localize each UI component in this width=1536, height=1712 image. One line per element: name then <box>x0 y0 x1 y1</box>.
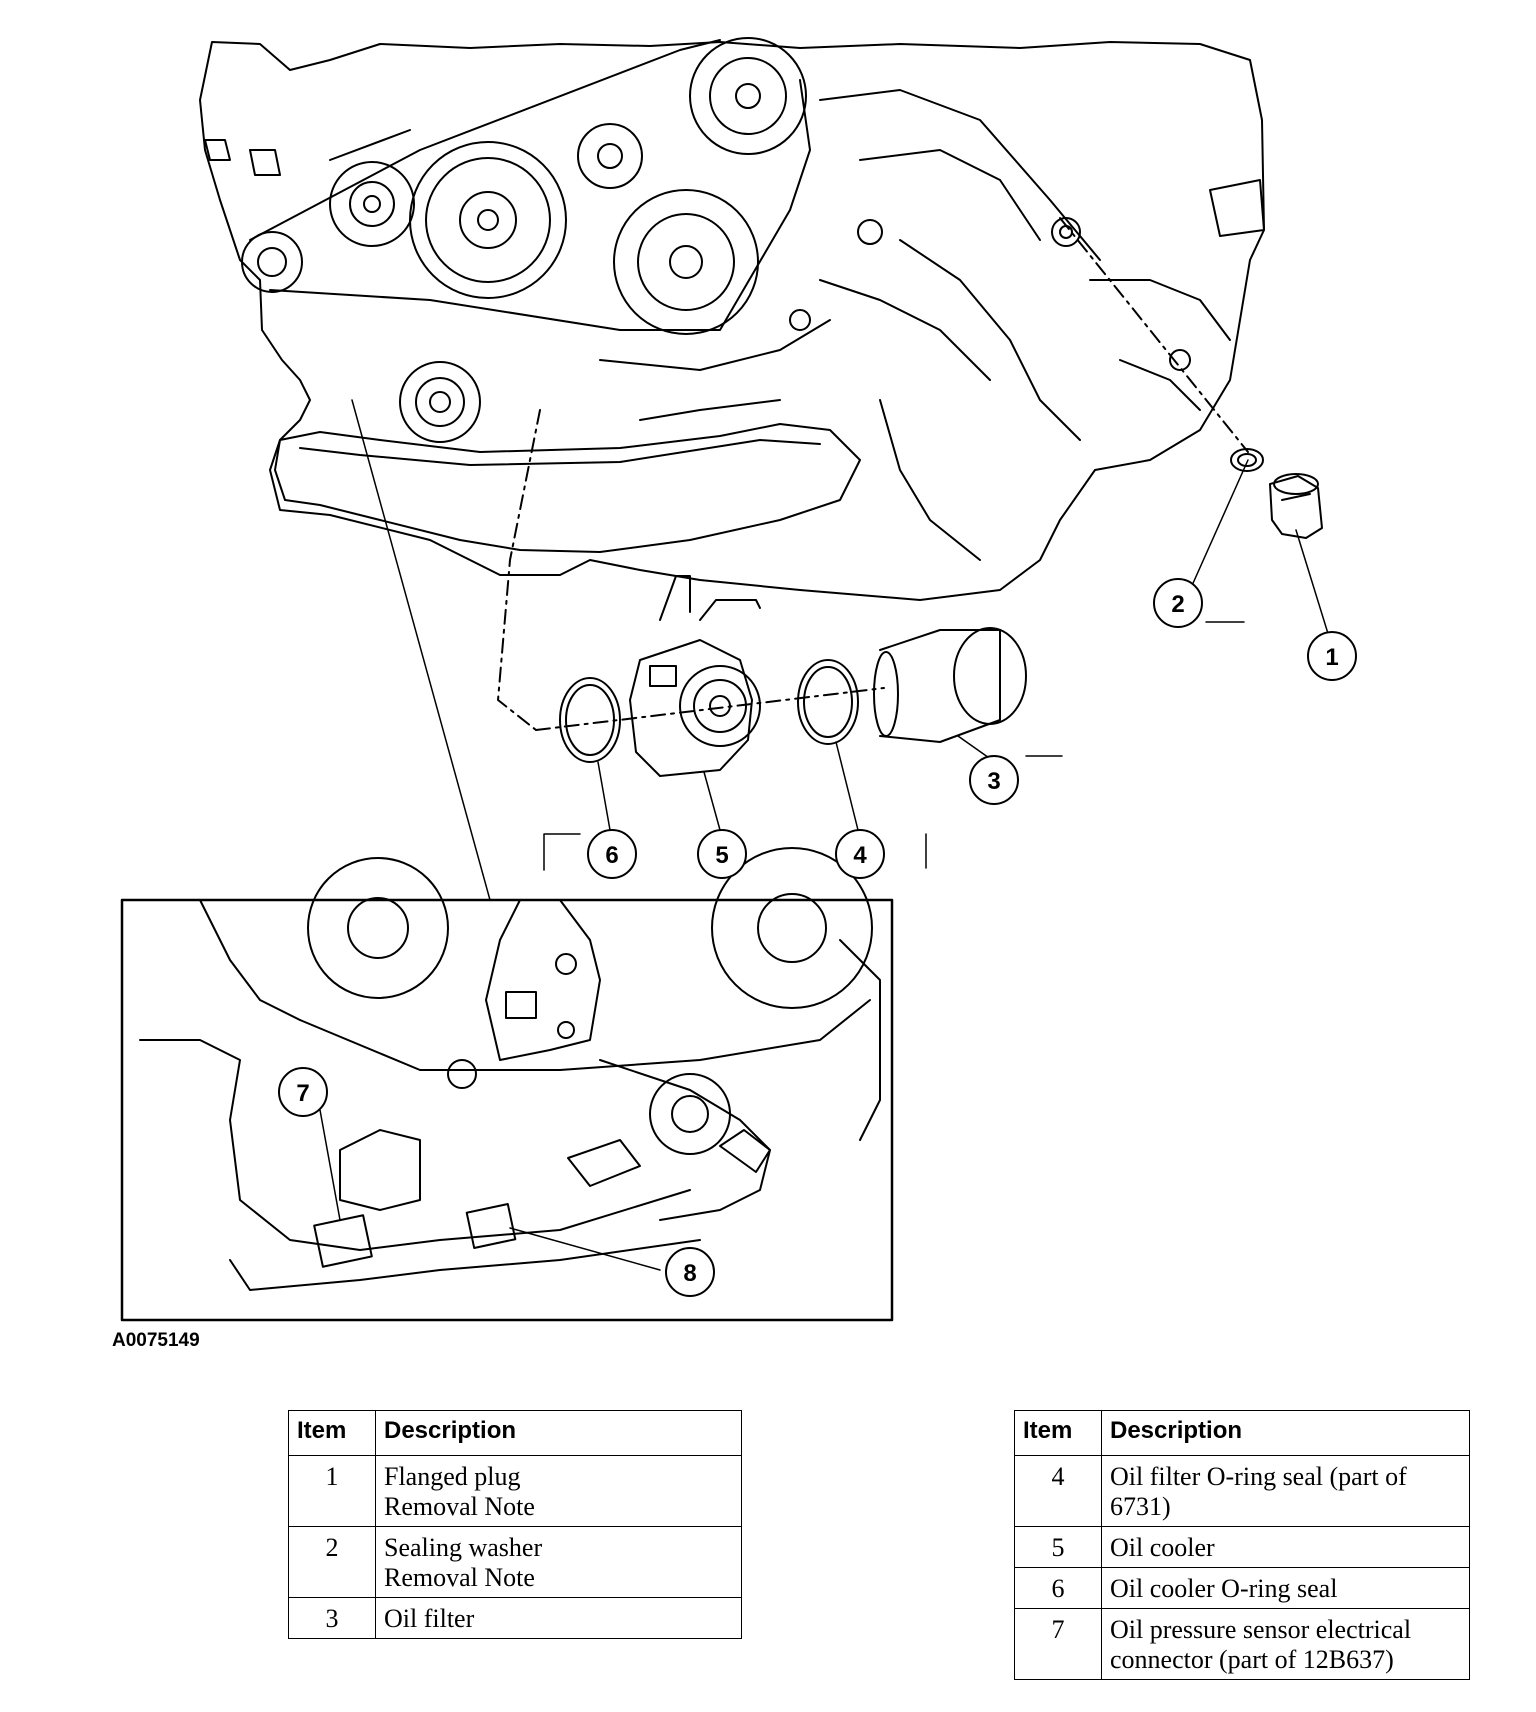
item-number: 5 <box>1014 1526 1102 1568</box>
svg-text:4: 4 <box>853 842 867 869</box>
table-row: 3 Oil filter <box>288 1597 742 1639</box>
table-row: 5 Oil cooler <box>1014 1526 1470 1568</box>
callout-5: 5 <box>697 829 747 879</box>
description-line: Oil pressure sensor electrical <box>1110 1615 1412 1644</box>
item-description: Flanged plug Removal Note <box>375 1455 742 1527</box>
callout-6: 6 <box>587 829 637 879</box>
header-description: Description <box>375 1410 742 1456</box>
oil-filter-o-ring <box>797 659 859 745</box>
description-line: connector (part of 12B637) <box>1110 1645 1394 1674</box>
item-description: Sealing washer Removal Note <box>375 1526 742 1598</box>
item-number: 2 <box>288 1526 376 1598</box>
engine-assembly <box>199 37 1265 601</box>
item-description: Oil filter <box>375 1597 742 1639</box>
item-number: 4 <box>1014 1455 1102 1527</box>
item-number: 6 <box>1014 1567 1102 1609</box>
removal-note-link[interactable]: Removal Note <box>384 1492 535 1521</box>
description-line: Oil filter O-ring seal (part of <box>1110 1462 1407 1491</box>
svg-text:7: 7 <box>296 1080 309 1107</box>
oil-cooler-part <box>629 575 761 777</box>
table-row: 2 Sealing washer Removal Note <box>288 1526 742 1598</box>
item-number: 1 <box>288 1455 376 1527</box>
item-number: 7 <box>1014 1608 1102 1680</box>
item-description: Oil cooler <box>1101 1526 1470 1568</box>
table-row: 1 Flanged plug Removal Note <box>288 1455 742 1527</box>
description-line: Flanged plug <box>384 1462 521 1491</box>
description-line: 6731) <box>1110 1492 1171 1521</box>
callout-4: 4 <box>835 829 885 879</box>
parts-table-left: Item Description 1 Flanged plug Removal … <box>288 1410 742 1639</box>
oil-pressure-connector <box>313 1214 373 1268</box>
item-description: Oil filter O-ring seal (part of 6731) <box>1101 1455 1470 1527</box>
description-line: Sealing washer <box>384 1533 543 1562</box>
flanged-plug-part <box>1269 473 1323 539</box>
figure-id: A0075149 <box>112 1330 200 1351</box>
svg-text:6: 6 <box>605 842 618 869</box>
callout-2: 2 <box>1153 578 1203 628</box>
table-row: 7 Oil pressure sensor electrical connect… <box>1014 1608 1470 1680</box>
svg-text:3: 3 <box>987 768 1000 795</box>
sealing-washer-part <box>1230 448 1264 472</box>
svg-text:5: 5 <box>715 842 728 869</box>
callout-3: 3 <box>969 755 1019 805</box>
table-row: 6 Oil cooler O-ring seal <box>1014 1567 1470 1609</box>
header-item: Item <box>1014 1410 1102 1456</box>
table-row: 4 Oil filter O-ring seal (part of 6731) <box>1014 1455 1470 1527</box>
svg-text:8: 8 <box>683 1260 696 1287</box>
description-line: Oil cooler <box>1110 1533 1215 1562</box>
svg-text:2: 2 <box>1171 591 1184 618</box>
oil-filter-part <box>873 627 1027 743</box>
description-line: Oil filter <box>384 1604 475 1633</box>
description-line: Oil cooler O-ring seal <box>1110 1574 1338 1603</box>
header-description: Description <box>1101 1410 1470 1456</box>
item-description: Oil cooler O-ring seal <box>1101 1567 1470 1609</box>
callout-7: 7 <box>278 1067 328 1117</box>
inset-detail <box>120 847 894 1322</box>
callout-1: 1 <box>1307 631 1357 681</box>
item-description: Oil pressure sensor electrical connector… <box>1101 1608 1470 1680</box>
item-number: 3 <box>288 1597 376 1639</box>
callout-8: 8 <box>665 1247 715 1297</box>
parts-table-right: Item Description 4 Oil filter O-ring sea… <box>1014 1410 1470 1680</box>
oil-cooler-o-ring <box>559 677 621 763</box>
header-item: Item <box>288 1410 376 1456</box>
svg-text:1: 1 <box>1325 644 1338 671</box>
removal-note-link[interactable]: Removal Note <box>384 1563 535 1592</box>
